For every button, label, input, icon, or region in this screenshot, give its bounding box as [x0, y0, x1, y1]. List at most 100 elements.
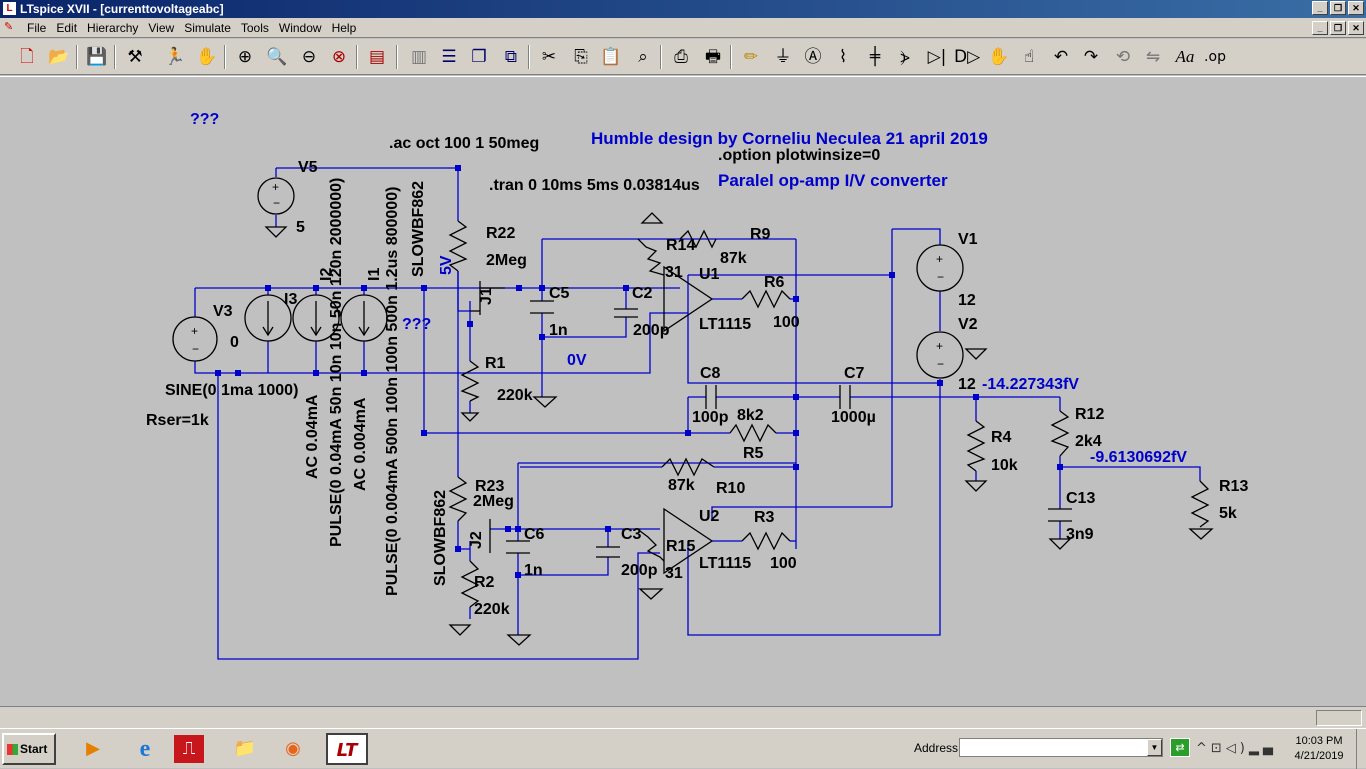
zoom-out-icon[interactable]: ⊖ [301, 47, 317, 67]
close-button[interactable]: ✕ [1348, 1, 1364, 15]
redo-icon[interactable]: ↷ [1083, 47, 1099, 67]
firefox-icon[interactable]: ◉ [285, 738, 301, 759]
volume-icon[interactable]: ◁) [1225, 741, 1249, 756]
address-label: Address [914, 741, 959, 755]
junctions [215, 165, 1063, 578]
save-icon[interactable]: 💾 [86, 47, 108, 67]
undo-icon[interactable]: ↶ [1053, 47, 1069, 67]
menu-tools[interactable]: Tools [240, 21, 269, 35]
show-desktop-button[interactable] [1356, 729, 1366, 769]
file-explorer-icon[interactable]: 📁 [233, 738, 257, 759]
document-icon[interactable]: ✎ [4, 21, 14, 33]
print-preview-icon[interactable]: ⎙ [674, 47, 688, 67]
resistor-r13 [1190, 480, 1210, 528]
ground-icon[interactable]: ⏚ [774, 47, 792, 67]
document-controls: _ ❐ ✕ [1312, 21, 1364, 35]
system-clock[interactable]: 10:03 PM 4/21/2019 [1284, 733, 1354, 765]
menu-file[interactable]: File [27, 21, 47, 35]
menu-simulate[interactable]: Simulate [184, 21, 231, 35]
rotate-icon[interactable]: ⟲ [1115, 47, 1131, 67]
new-schematic-icon[interactable]: 🗋 [20, 47, 34, 67]
paste-icon[interactable]: 📋 [600, 47, 622, 67]
clock-time: 10:03 PM [1295, 735, 1343, 747]
svg-text:−: − [937, 357, 944, 371]
ltspice-taskbar-icon[interactable]: LT [326, 733, 368, 765]
print-icon[interactable]: 🖶 [704, 47, 722, 67]
autoscale-icon[interactable]: ▤ [368, 47, 386, 67]
resistor-r6 [741, 289, 791, 309]
acrobat-icon[interactable]: ⎍ [174, 735, 204, 763]
control-panel-icon[interactable]: ⚒ [127, 47, 143, 67]
tile-vertical-icon[interactable]: ☰ [441, 47, 457, 67]
status-cell [1316, 710, 1362, 726]
polarity-marks: +− +− +− +− [191, 180, 944, 371]
svg-text:+: + [936, 252, 943, 266]
drag-icon[interactable]: ☝ [1023, 47, 1035, 67]
doc-close-button[interactable]: ✕ [1348, 21, 1364, 35]
toolbar: 🗋 📂 💾 ⚒ 🏃 ✋ ⊕ 🔍 ⊖ ⊗ ▤ ▥ ☰ ❐ ⧉ ✂ ⎘ 📋 ⌕ ⎙ … [0, 39, 1366, 75]
mirror-icon[interactable]: ⇋ [1145, 47, 1161, 67]
component-icon[interactable]: D▷ [954, 47, 981, 67]
move-icon[interactable]: ✋ [988, 47, 1010, 67]
start-button[interactable]: Start [2, 733, 56, 765]
voltage-source-v1 [916, 244, 964, 292]
open-icon[interactable]: 📂 [48, 47, 70, 67]
find-icon[interactable]: ⌕ [638, 47, 648, 67]
resistor-r12 [1050, 410, 1070, 457]
cascade-icon[interactable]: ❐ [471, 47, 487, 67]
menu-edit[interactable]: Edit [56, 21, 78, 35]
pan-icon[interactable]: 🔍 [266, 47, 288, 67]
menu-help[interactable]: Help [331, 21, 357, 35]
windows-media-player-icon[interactable]: ▶ [86, 738, 100, 759]
cut-icon[interactable]: ✂ [541, 47, 557, 67]
minimize-button[interactable]: _ [1312, 1, 1328, 15]
tile-horizontal-icon[interactable]: ▥ [410, 47, 428, 67]
schematic-canvas[interactable]: +− +− +− +− ??? ??? Humble design by Cor… [0, 76, 1366, 706]
inductor-icon[interactable]: ⦔ [900, 47, 910, 67]
resistor-r22 [448, 220, 468, 272]
zoom-in-icon[interactable]: ⊕ [237, 47, 253, 67]
zoom-fit-icon[interactable]: ⊗ [331, 47, 347, 67]
go-button-icon[interactable]: ⇄ [1170, 738, 1190, 757]
address-input[interactable] [959, 738, 1163, 757]
address-dropdown-icon[interactable]: ▼ [1147, 739, 1162, 756]
tray-expand-icon[interactable]: ^ [1196, 741, 1211, 756]
clock-date: 4/21/2019 [1294, 750, 1344, 762]
internet-explorer-icon[interactable]: e [139, 736, 151, 762]
schematic-drawing[interactable]: +− +− +− +− [0, 77, 1366, 707]
doc-restore-button[interactable]: ❐ [1330, 21, 1346, 35]
menu-hierarchy[interactable]: Hierarchy [87, 21, 139, 35]
status-bar [0, 706, 1366, 728]
menu-view[interactable]: View [148, 21, 175, 35]
network-icon[interactable]: ⊡ [1210, 741, 1226, 756]
resistor-r3 [741, 531, 791, 551]
label-net-icon[interactable]: Ⓐ [804, 47, 822, 67]
voltage-source-v2 [916, 331, 964, 379]
arrange-icon[interactable]: ⧉ [504, 47, 518, 67]
menu-window[interactable]: Window [278, 21, 322, 35]
capacitor-icon[interactable]: ╪ [869, 47, 881, 67]
text-icon[interactable]: Aa [1175, 47, 1195, 66]
taskbar: Start ▶ e ⎍ 📁 ◉ LT Address ▼ ⇄ ^⊡◁)▂▄ 10… [0, 728, 1366, 769]
resistor-r1 [460, 360, 480, 402]
halt-icon[interactable]: ✋ [196, 47, 218, 67]
start-label: Start [20, 742, 48, 756]
draw-wire-icon[interactable]: ✏ [743, 47, 759, 67]
run-icon[interactable]: 🏃 [164, 47, 186, 67]
signal-icon[interactable]: ▂▄ [1248, 741, 1277, 756]
svg-text:+: + [936, 339, 943, 353]
current-source-i2 [292, 294, 340, 342]
opamp-u2 [663, 507, 714, 575]
doc-minimize-button[interactable]: _ [1312, 21, 1328, 35]
ltspice-icon[interactable]: L [3, 2, 16, 15]
svg-text:−: − [273, 196, 280, 210]
restore-button[interactable]: ❐ [1330, 1, 1346, 15]
components [172, 177, 1210, 608]
copy-icon[interactable]: ⎘ [574, 47, 588, 67]
window-controls: _ ❐ ✕ [1312, 1, 1364, 15]
diode-icon[interactable]: ▷| [927, 47, 947, 67]
spice-directive-icon[interactable]: .op [1204, 49, 1226, 65]
window-titlebar: L LTspice XVII - [currenttovoltageabc] _… [0, 0, 1366, 18]
system-tray: ^⊡◁)▂▄ [1196, 733, 1282, 765]
resistor-icon[interactable]: ⌇ [838, 47, 848, 67]
